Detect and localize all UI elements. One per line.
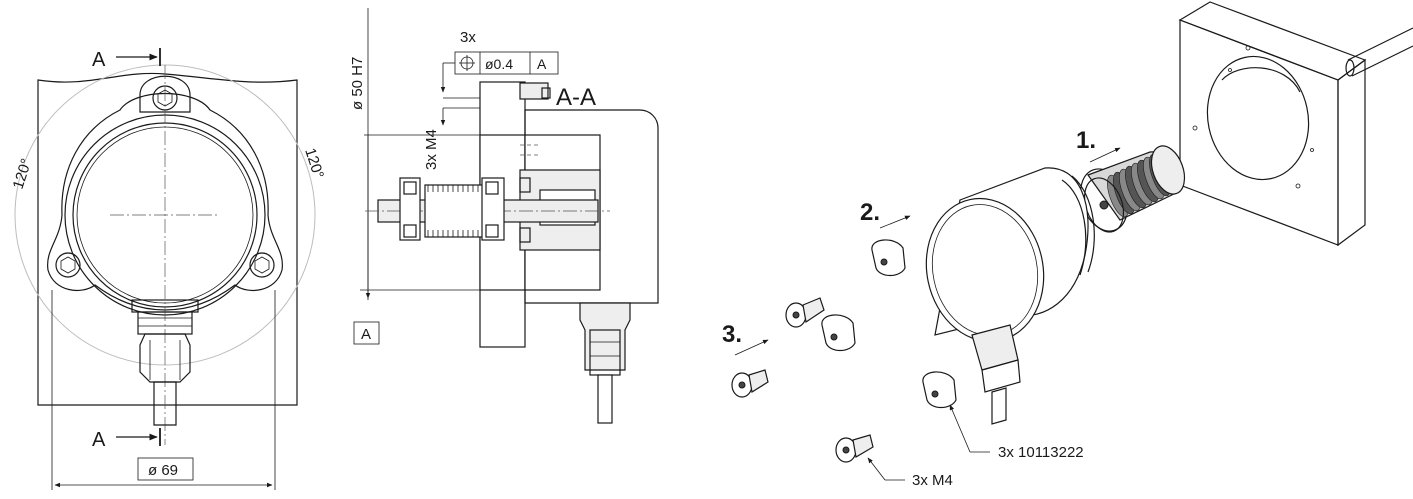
clamp-washer-3 — [922, 371, 957, 409]
diameter-label: ø 69 — [148, 462, 178, 479]
thread-label: 3x M4 — [423, 129, 440, 170]
bore-label: ø 50 H7 — [349, 57, 366, 110]
front-view: A A 120° 120° ø 69 — [10, 48, 327, 490]
section-label-bottom: A — [92, 429, 106, 451]
section-view: ø 50 H7 A — [349, 8, 659, 424]
callout-screw: 3x M4 — [912, 472, 953, 489]
lug-screw-left — [55, 252, 81, 278]
step-label-2: 2. — [860, 199, 880, 226]
cable-gland — [131, 299, 199, 426]
coupling-3d — [1080, 145, 1186, 233]
angle-label-right: 120° — [301, 146, 327, 181]
step-label-1: 1. — [1076, 127, 1096, 154]
screw-1 — [785, 297, 825, 328]
coupling-bellows — [399, 177, 484, 241]
assembly-view: 1. 2. 3. 3x 10113222 3x M4 — [722, 1, 1413, 489]
mounting-plate-3d — [1178, 1, 1367, 247]
lug-screw-right — [249, 252, 275, 278]
flange-outline — [47, 93, 283, 311]
step-label-3: 3. — [722, 321, 742, 348]
screw-2 — [731, 369, 769, 398]
tolerance-datum: A — [537, 56, 547, 72]
datum-label-a: A — [361, 326, 371, 343]
encoder-body-3d — [925, 167, 1095, 425]
screw-3 — [835, 434, 874, 463]
count-label: 3x — [460, 29, 476, 46]
clamp-washer-1 — [871, 239, 906, 277]
clamp-washer-2 — [821, 314, 856, 352]
section-label-top: A — [92, 49, 106, 71]
section-title: A-A — [556, 84, 596, 111]
bellows-ripples — [427, 185, 479, 237]
angle-label-left: 120° — [10, 156, 36, 191]
tolerance-value: ø0.4 — [485, 56, 513, 72]
callout-part-number: 3x 10113222 — [998, 444, 1084, 461]
